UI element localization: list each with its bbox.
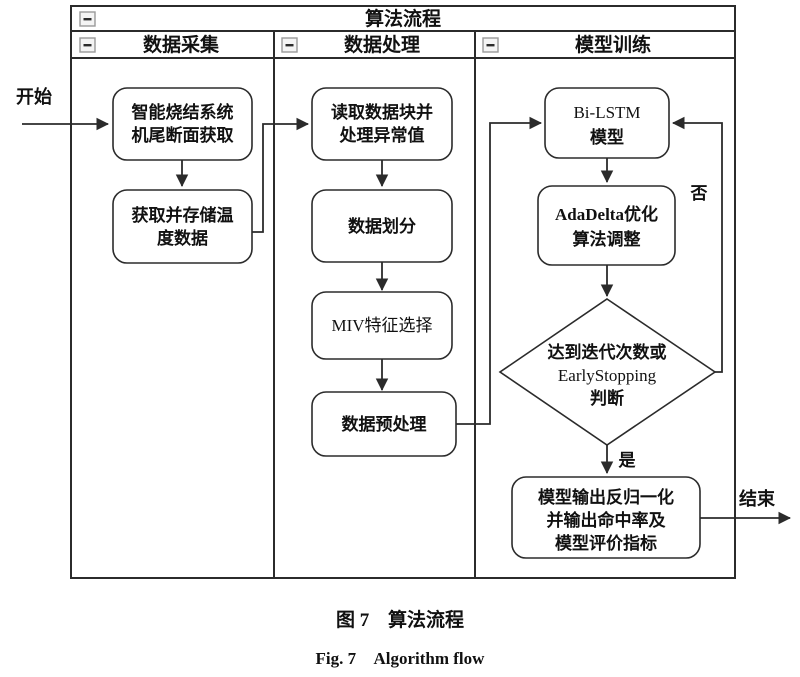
terminator-end-label: 结束 xyxy=(739,488,776,509)
connectors xyxy=(22,116,792,525)
node-read-block-line1: 读取数据块并 xyxy=(331,102,433,122)
caption-en-title: Algorithm flow xyxy=(373,649,485,668)
node-bilstm-shape xyxy=(544,87,670,159)
node-decision-line1: 达到迭代次数或 xyxy=(548,342,667,362)
figure-caption: 图 7 算法流程 Fig. 7 Algorithm flow xyxy=(316,608,486,668)
terminator-start-label: 开始 xyxy=(16,86,52,107)
node-store-temp-line2: 度数据 xyxy=(157,228,208,248)
node-adadelta-line1: AdaDelta优化 xyxy=(555,204,658,224)
collapse-minus-icon-root[interactable] xyxy=(79,11,96,27)
lane-header-process[interactable]: 数据处理 xyxy=(281,33,420,56)
node-data-split[interactable]: 数据划分 xyxy=(311,189,453,263)
node-miv-feature-shape xyxy=(311,291,453,360)
edge-decision-no-to-bilstm xyxy=(671,116,723,373)
node-output-shape xyxy=(511,476,701,559)
frame-outer-border xyxy=(70,5,736,579)
caption-cn-label: 图 7 xyxy=(336,609,370,631)
collapse-minus-icon-lane-training[interactable] xyxy=(482,37,499,53)
caption-en-label: Fig. 7 xyxy=(316,649,357,668)
caption-chinese: 图 7 算法流程 xyxy=(336,608,464,631)
frame-title-row: 算法流程 xyxy=(79,7,441,30)
swimlane-frame xyxy=(70,5,736,579)
lane-header-collect[interactable]: 数据采集 xyxy=(79,33,220,56)
node-sinter-capture-line1: 智能烧结系统 xyxy=(132,102,234,122)
node-bilstm-line2: 模型 xyxy=(590,127,624,147)
edge-preprocess-to-bilstm xyxy=(456,116,543,425)
node-read-block-line2: 处理异常值 xyxy=(339,125,425,145)
collapse-minus-icon-lane-process[interactable] xyxy=(281,37,298,53)
lane-title-collect: 数据采集 xyxy=(143,33,220,56)
node-data-split-line1: 数据划分 xyxy=(348,216,416,236)
node-preprocess-shape xyxy=(311,391,457,457)
node-output[interactable]: 模型输出反归一化 并输出命中率及 模型评价指标 xyxy=(511,476,701,559)
node-sinter-capture-shape xyxy=(112,87,253,161)
edge-label-yes: 是 xyxy=(619,451,636,470)
node-sinter-capture-line2: 机尾断面获取 xyxy=(132,125,234,145)
caption-cn-title: 算法流程 xyxy=(388,608,464,631)
caption-english: Fig. 7 Algorithm flow xyxy=(316,649,486,668)
node-bilstm[interactable]: Bi-LSTM 模型 xyxy=(544,87,670,159)
node-decision-shape xyxy=(498,298,717,446)
node-miv-feature[interactable]: MIV特征选择 xyxy=(311,291,453,360)
edge-label-no: 否 xyxy=(690,184,708,203)
node-store-temp[interactable]: 获取并存储温 度数据 xyxy=(112,189,253,264)
node-data-split-shape xyxy=(311,189,453,263)
lane-header-training[interactable]: 模型训练 xyxy=(482,33,651,56)
node-adadelta-shape xyxy=(537,185,676,266)
node-miv-feature-line1: MIV特征选择 xyxy=(331,316,432,335)
node-read-block[interactable]: 读取数据块并 处理异常值 xyxy=(311,87,453,161)
frame-title: 算法流程 xyxy=(365,7,441,30)
node-decision-line3: 判断 xyxy=(590,388,624,408)
lane-title-process: 数据处理 xyxy=(344,33,420,56)
node-output-line1: 模型输出反归一化 xyxy=(538,487,674,507)
node-store-temp-line1: 获取并存储温 xyxy=(132,205,234,225)
node-sinter-capture[interactable]: 智能烧结系统 机尾断面获取 xyxy=(112,87,253,161)
node-read-block-shape xyxy=(311,87,453,161)
node-decision-line2: EarlyStopping xyxy=(558,366,657,385)
node-store-temp-shape xyxy=(112,189,253,264)
node-decision[interactable]: 达到迭代次数或 EarlyStopping 判断 xyxy=(498,298,717,446)
collapse-minus-icon-lane-collect[interactable] xyxy=(79,37,96,53)
node-output-line2: 并输出命中率及 xyxy=(547,510,667,530)
node-preprocess[interactable]: 数据预处理 xyxy=(311,391,457,457)
edge-store-temp-to-read-block xyxy=(252,117,310,233)
node-preprocess-line1: 数据预处理 xyxy=(342,414,427,434)
node-adadelta[interactable]: AdaDelta优化 算法调整 xyxy=(537,185,676,266)
node-output-line3: 模型评价指标 xyxy=(555,533,657,553)
node-adadelta-line2: 算法调整 xyxy=(572,229,641,249)
lane-title-training: 模型训练 xyxy=(575,33,651,56)
node-bilstm-line1: Bi-LSTM xyxy=(573,103,640,122)
